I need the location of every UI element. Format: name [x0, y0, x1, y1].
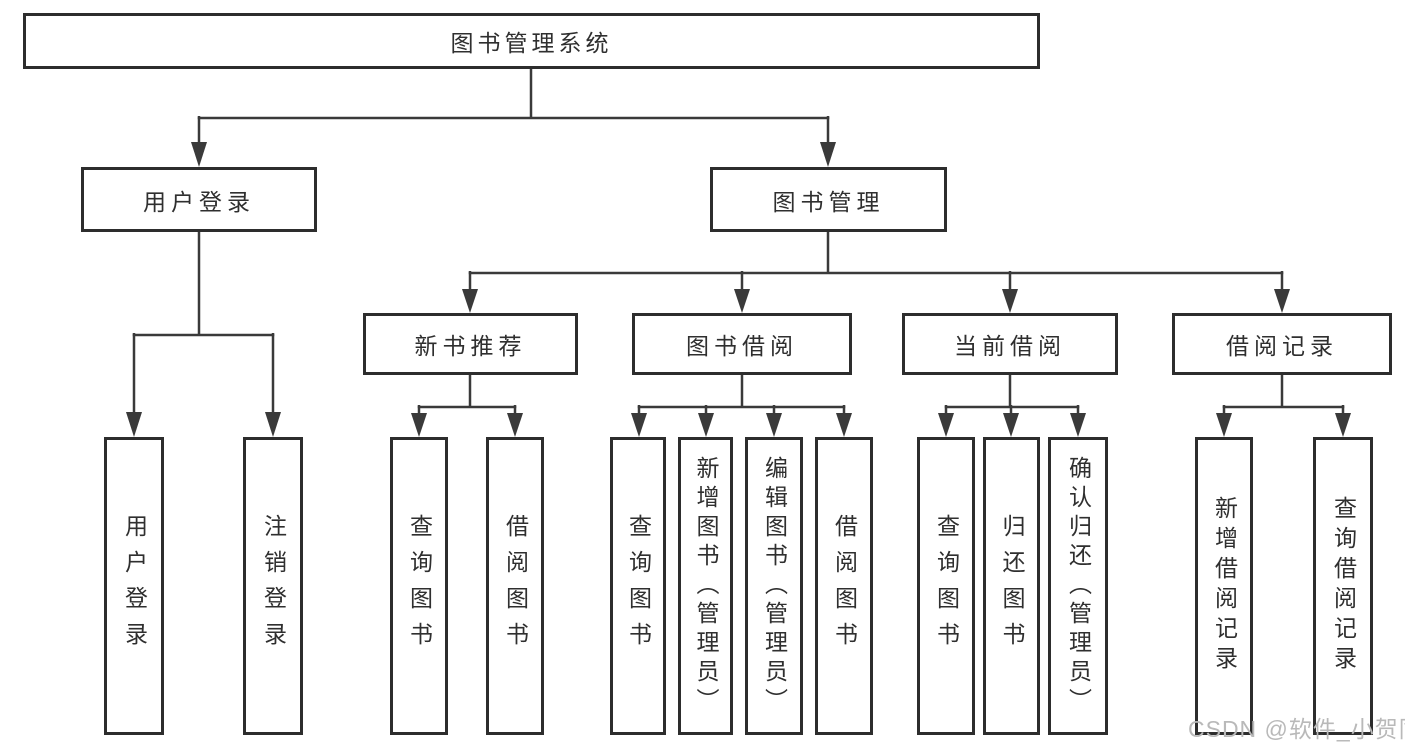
node-label: 编辑图书（管理员） — [761, 455, 788, 717]
node-label: 查询图书 — [625, 514, 652, 658]
node-current-confirm-return-admin: 确认归还（管理员） — [1048, 437, 1108, 735]
arrowhead-icon — [631, 413, 647, 437]
arrowhead-icon — [1070, 413, 1086, 437]
node-borrow-edit-books-admin: 编辑图书（管理员） — [745, 437, 803, 735]
node-rec-borrow-books: 借阅图书 — [486, 437, 544, 735]
node-leaf-logout: 注销登录 — [243, 437, 303, 735]
node-borrow-borrow-books: 借阅图书 — [815, 437, 873, 735]
arrowhead-icon — [462, 289, 478, 313]
arrowhead-icon — [1002, 289, 1018, 313]
node-label: 借阅图书 — [831, 514, 858, 658]
node-label: 借阅图书 — [502, 514, 529, 658]
connector-borrow-to-leaves — [631, 375, 852, 437]
arrowhead-icon — [1335, 413, 1351, 437]
node-label: 图书管理 — [772, 188, 885, 215]
node-label: 图书管理系统 — [450, 30, 613, 56]
node-label: 新增借阅记录 — [1211, 496, 1238, 676]
node-label: 用户登录 — [121, 514, 148, 658]
node-label: 归还图书 — [999, 514, 1025, 658]
node-records-add-record: 新增借阅记录 — [1195, 437, 1253, 735]
node-borrowing-records: 借阅记录 — [1172, 313, 1392, 375]
node-label: 用户登录 — [143, 188, 255, 215]
arrowhead-icon — [766, 413, 782, 437]
node-label: 新增图书（管理员） — [693, 455, 719, 717]
node-book-management: 图书管理 — [710, 167, 947, 232]
arrowhead-icon — [1003, 413, 1019, 437]
connector-current-to-leaves — [938, 375, 1086, 437]
node-label: 借阅记录 — [1226, 333, 1338, 359]
connector-rec-to-leaves — [411, 375, 523, 437]
node-new-book-recommend: 新书推荐 — [363, 313, 578, 375]
connector-mgmt-to-level3 — [462, 232, 1290, 313]
arrowhead-icon — [126, 412, 142, 437]
node-book-borrowing: 图书借阅 — [632, 313, 852, 375]
node-label: 查询图书 — [406, 514, 433, 658]
node-label: 查询借阅记录 — [1330, 496, 1357, 676]
arrowhead-icon — [507, 413, 523, 437]
connector-root-to-level2 — [191, 69, 836, 167]
node-current-borrowing: 当前借阅 — [902, 313, 1118, 375]
arrowhead-icon — [734, 289, 750, 313]
node-records-query-record: 查询借阅记录 — [1313, 437, 1373, 735]
node-label: 新书推荐 — [414, 333, 527, 359]
node-label: 当前借阅 — [954, 333, 1066, 359]
node-label: 确认归还（管理员） — [1065, 455, 1092, 717]
connector-records-to-leaves — [1216, 375, 1351, 437]
node-label: 查询图书 — [933, 514, 960, 658]
arrowhead-icon — [411, 413, 427, 437]
node-current-return-books: 归还图书 — [983, 437, 1040, 735]
node-rec-query-books: 查询图书 — [390, 437, 448, 735]
connector-login-to-leaves — [126, 232, 281, 437]
arrowhead-icon — [836, 413, 852, 437]
node-borrow-query-books: 查询图书 — [610, 437, 666, 735]
node-user-login: 用户登录 — [81, 167, 317, 232]
node-current-query-books: 查询图书 — [917, 437, 975, 735]
node-borrow-add-books-admin: 新增图书（管理员） — [678, 437, 733, 735]
arrowhead-icon — [938, 413, 954, 437]
node-label: 注销登录 — [260, 514, 287, 658]
arrowhead-icon — [191, 142, 207, 167]
node-label: 图书借阅 — [686, 333, 798, 359]
node-leaf-user-login: 用户登录 — [104, 437, 164, 735]
csdn-watermark: CSDN @软件_小贺同学 — [1188, 716, 1405, 742]
node-library-management-system: 图书管理系统 — [23, 13, 1040, 69]
arrowhead-icon — [1216, 413, 1232, 437]
arrowhead-icon — [1274, 289, 1290, 313]
arrowhead-icon — [820, 142, 836, 167]
arrowhead-icon — [265, 412, 281, 437]
arrowhead-icon — [698, 413, 714, 437]
